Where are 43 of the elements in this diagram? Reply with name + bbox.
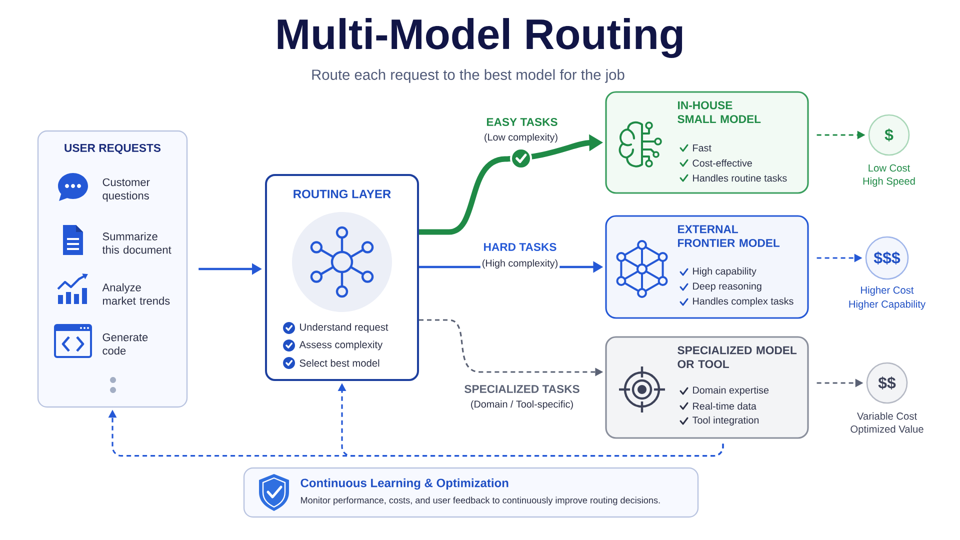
routing-box [265,174,419,381]
feature-text: Cost-effective [692,159,752,167]
model-card [605,215,809,319]
edge-label: HARD TASKS [482,242,558,252]
box-title: ROUTING LAYER [294,190,391,198]
request-text: Summarize this document [102,232,172,254]
banner-title: Continuous Learning & Optimization [300,478,508,490]
card-title: IN-HOUSE SMALL MODEL [678,101,761,124]
request-text: Generate code [102,333,148,355]
edge-label: SPECIALIZED TASKS [462,384,582,395]
card-title: EXTERNAL FRONTIER MODEL [678,225,780,247]
step-text: Select best model [300,359,380,367]
feature-text: Handles complex tasks [693,297,794,307]
cost-label: Variable Cost [857,412,917,420]
subtitle: Route each request to the best model for the job [312,69,624,83]
feature-text: Handles routine tasks [693,174,787,182]
model-card [605,336,809,439]
cost-label: Higher Cost [861,286,914,296]
edge-label: EASY TASKS [484,116,560,128]
cost-label: Optimized Value [850,425,924,435]
feature-text: Domain expertise [693,386,769,396]
feature-text: Tool integration [692,416,759,426]
model-card [605,91,809,194]
banner-text: Monitor performance, costs, and user feedback to continuously improve routing decisions. [301,496,660,506]
request-text: Analyze market trends [102,283,170,305]
title: Multi-Model Routing [278,18,682,58]
info-banner [243,467,699,518]
complexity-note: (Domain / Tool-specific) [468,398,576,412]
complexity-note: (Low complexity) [482,132,560,144]
step-text: Understand request [300,323,388,333]
feature-text: Deep reasoning [693,282,762,292]
cost-label: Low Cost [868,164,910,172]
cost-label: High Speed [863,177,915,187]
request-text: Customer questions [102,178,150,202]
complexity-note: (High complexity) [480,258,560,270]
request-panel [37,130,188,408]
card-title: SPECIALIZED MODEL OR TOOL [678,346,797,368]
feature-text: High capability [693,267,756,277]
feature-text: Real-time data [693,402,756,410]
feature-text: Fast [693,144,712,152]
panel-title: USER REQUESTS [64,144,161,154]
step-text: Assess complexity [299,340,383,350]
cost-label: Higher Capability [849,300,926,310]
